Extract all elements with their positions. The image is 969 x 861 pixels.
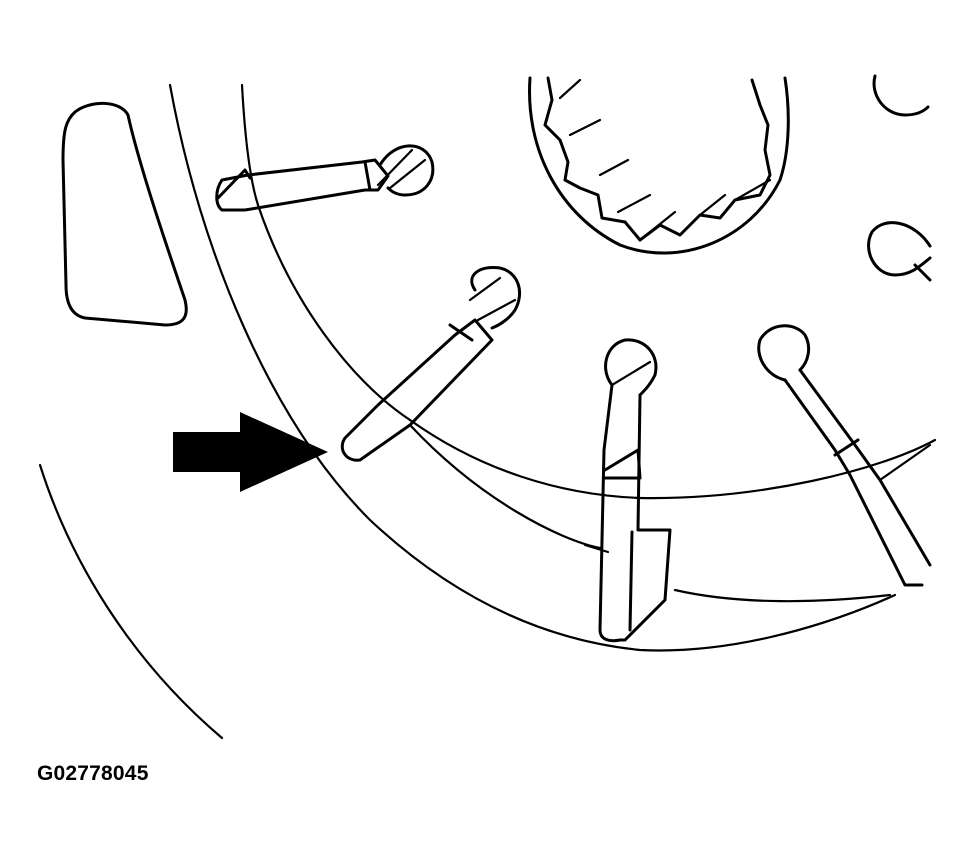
outer-arc (38, 463, 224, 740)
figure-id-label: G02778045 (37, 762, 149, 785)
inner-curve-3 (673, 588, 892, 603)
hub-outer-ring (528, 76, 790, 255)
flange-outer-arc (168, 83, 897, 652)
bolt-lower-right (757, 324, 932, 587)
stud-hole-arc-top (872, 74, 930, 117)
flange-inner-arc (240, 83, 937, 500)
bolt-upper-left (215, 144, 435, 212)
inner-curve-2 (583, 543, 610, 554)
bolt-lower-center (598, 338, 672, 643)
bolt-left-lower (340, 265, 521, 462)
window-cutout (61, 101, 188, 327)
inner-curve-1 (408, 423, 602, 550)
stud-hole-right (867, 221, 932, 282)
pointer-arrow-icon (173, 412, 328, 492)
hub-spline-inner (558, 78, 772, 234)
